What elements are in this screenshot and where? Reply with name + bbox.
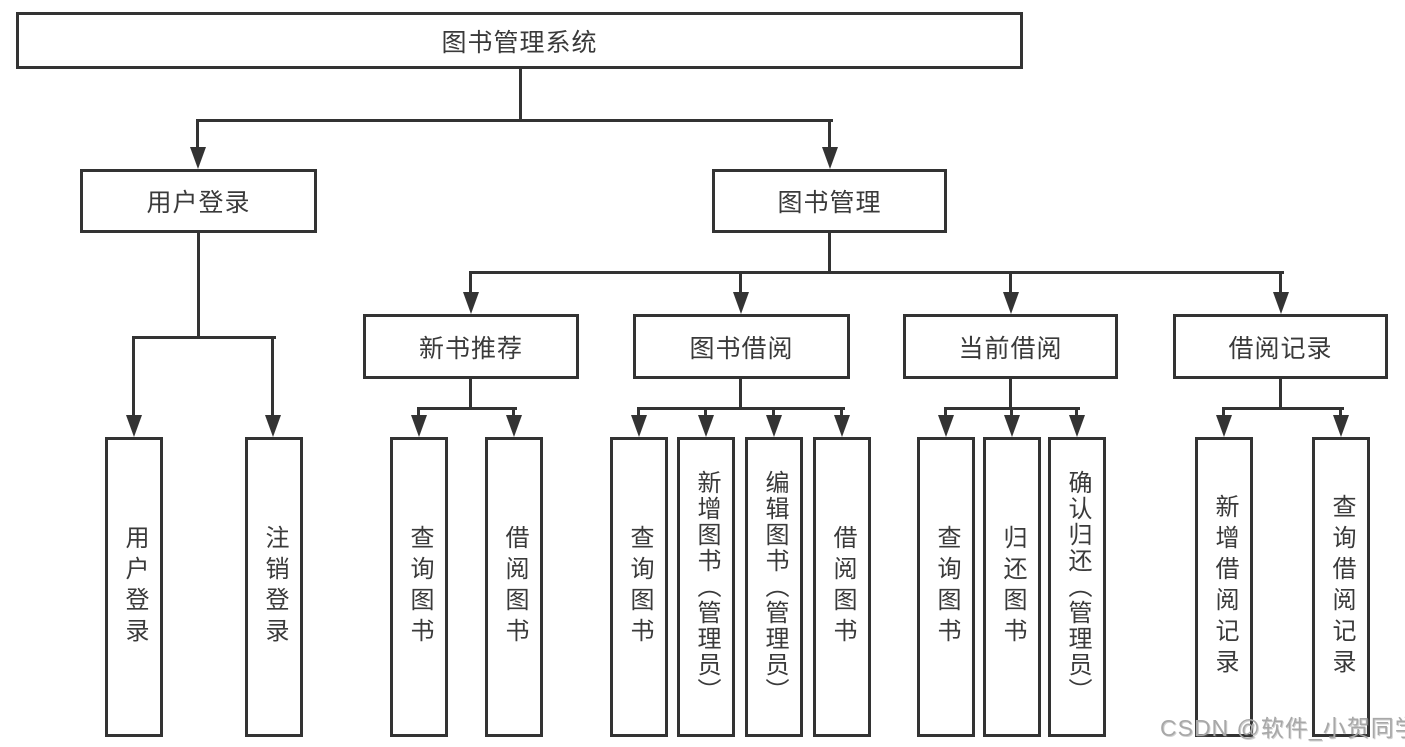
node-label: 新书推荐 bbox=[418, 334, 523, 363]
node-label: 查询图书 bbox=[406, 525, 433, 649]
leaf-query-borrow-record: 查询借阅记录 bbox=[1312, 437, 1370, 737]
node-book-borrowing: 图书借阅 bbox=[633, 314, 850, 379]
leaf-add-books-admin: 新增图书（管理员） bbox=[677, 437, 735, 737]
arrow-down-icon bbox=[506, 415, 522, 437]
arrow-down-icon bbox=[126, 415, 142, 437]
node-current-borrowing: 当前借阅 bbox=[903, 314, 1118, 379]
connector-line bbox=[1222, 407, 1344, 410]
arrow-down-icon bbox=[1333, 415, 1349, 437]
connector-line bbox=[417, 407, 517, 410]
node-label: 借阅图书 bbox=[501, 525, 528, 649]
node-label: 查询图书 bbox=[933, 525, 960, 649]
arrow-down-icon bbox=[733, 292, 749, 314]
connector-line bbox=[1339, 407, 1342, 418]
connector-line bbox=[519, 69, 522, 122]
leaf-borrow-books-recommend: 借阅图书 bbox=[485, 437, 543, 737]
watermark: CSDN @软件_小贺同学 bbox=[1160, 715, 1405, 741]
node-label: 用户登录 bbox=[121, 525, 148, 649]
connector-line bbox=[1222, 407, 1225, 418]
arrow-down-icon bbox=[411, 415, 427, 437]
connector-line bbox=[637, 407, 640, 418]
arrow-down-icon bbox=[463, 292, 479, 314]
connector-line bbox=[944, 407, 947, 418]
leaf-borrow-books: 借阅图书 bbox=[813, 437, 871, 737]
node-library-management-system: 图书管理系统 bbox=[16, 12, 1023, 69]
connector-line bbox=[1075, 407, 1078, 418]
connector-line bbox=[469, 271, 472, 295]
connector-line bbox=[271, 336, 274, 418]
arrow-down-icon bbox=[834, 415, 850, 437]
leaf-query-books-recommend: 查询图书 bbox=[390, 437, 448, 737]
node-book-management: 图书管理 bbox=[712, 169, 947, 233]
arrow-down-icon bbox=[822, 147, 838, 169]
node-label: 注销登录 bbox=[261, 525, 288, 649]
arrow-down-icon bbox=[938, 415, 954, 437]
connector-line bbox=[512, 407, 515, 418]
node-label: 借阅图书 bbox=[829, 525, 856, 649]
arrow-down-icon bbox=[265, 415, 281, 437]
node-new-book-recommendation: 新书推荐 bbox=[363, 314, 579, 379]
node-label: 借阅记录 bbox=[1228, 334, 1333, 363]
leaf-return-books: 归还图书 bbox=[983, 437, 1041, 737]
leaf-query-books-current: 查询图书 bbox=[917, 437, 975, 737]
connector-line bbox=[739, 271, 742, 295]
connector-line bbox=[739, 379, 742, 410]
node-label: 图书管理系统 bbox=[441, 28, 598, 57]
node-label: 图书借阅 bbox=[689, 334, 794, 363]
arrow-down-icon bbox=[1273, 292, 1289, 314]
node-label: 查询图书 bbox=[626, 525, 653, 649]
connector-line bbox=[469, 379, 472, 410]
arrow-down-icon bbox=[1216, 415, 1232, 437]
node-label: 查询借阅记录 bbox=[1328, 494, 1355, 680]
connector-line bbox=[828, 119, 831, 149]
connector-line bbox=[1009, 379, 1012, 410]
node-label: 编辑图书（管理员） bbox=[761, 470, 788, 704]
leaf-add-borrow-record: 新增借阅记录 bbox=[1195, 437, 1253, 737]
connector-line bbox=[1279, 271, 1282, 295]
leaf-edit-books-admin: 编辑图书（管理员） bbox=[745, 437, 803, 737]
connector-line bbox=[828, 233, 831, 274]
node-label: 新增图书（管理员） bbox=[693, 470, 720, 704]
node-label: 图书管理 bbox=[777, 189, 882, 217]
node-borrowing-records: 借阅记录 bbox=[1173, 314, 1388, 379]
connector-line bbox=[469, 271, 1284, 274]
arrow-down-icon bbox=[190, 147, 206, 169]
connector-line bbox=[1279, 379, 1282, 410]
connector-line bbox=[637, 407, 845, 410]
connector-line bbox=[132, 336, 135, 418]
node-label: 用户登录 bbox=[146, 189, 251, 217]
connector-line bbox=[196, 119, 199, 149]
node-user-login: 用户登录 bbox=[80, 169, 317, 233]
connector-line bbox=[1010, 407, 1013, 418]
arrow-down-icon bbox=[631, 415, 647, 437]
arrow-down-icon bbox=[766, 415, 782, 437]
connector-line bbox=[197, 119, 833, 122]
connector-line bbox=[704, 407, 707, 418]
leaf-query-books-borrow: 查询图书 bbox=[610, 437, 668, 737]
node-label: 当前借阅 bbox=[958, 334, 1063, 363]
node-label: 新增借阅记录 bbox=[1211, 494, 1238, 680]
connector-line bbox=[132, 336, 276, 339]
leaf-confirm-return-admin: 确认归还（管理员） bbox=[1048, 437, 1106, 737]
node-label: 归还图书 bbox=[999, 525, 1026, 649]
connector-line bbox=[197, 233, 200, 338]
arrow-down-icon bbox=[1069, 415, 1085, 437]
connector-line bbox=[1009, 271, 1012, 295]
node-label: 确认归还（管理员） bbox=[1064, 470, 1091, 704]
arrow-down-icon bbox=[1003, 292, 1019, 314]
leaf-user-login: 用户登录 bbox=[105, 437, 163, 737]
connector-line bbox=[840, 407, 843, 418]
arrow-down-icon bbox=[698, 415, 714, 437]
connector-line bbox=[417, 407, 420, 418]
leaf-logout: 注销登录 bbox=[245, 437, 303, 737]
connector-line bbox=[772, 407, 775, 418]
arrow-down-icon bbox=[1004, 415, 1020, 437]
